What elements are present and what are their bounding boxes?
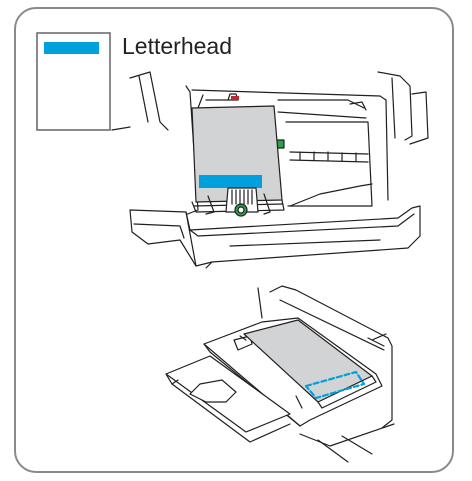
letterhead-sheet-icon bbox=[37, 33, 110, 130]
paper-type-label: Letterhead bbox=[122, 33, 232, 60]
paper-drawer-illustration bbox=[112, 72, 428, 268]
bypass-tray-illustration bbox=[166, 286, 394, 462]
